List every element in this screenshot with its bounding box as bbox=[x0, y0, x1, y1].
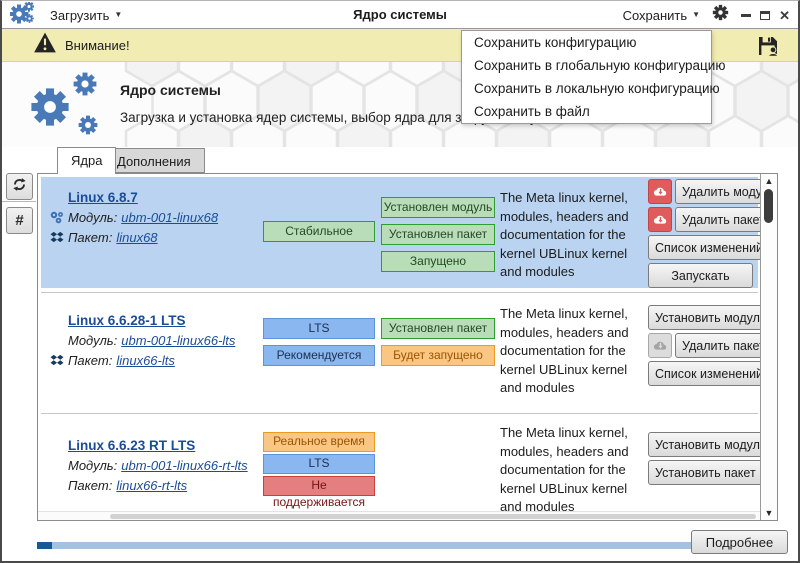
set-boot-button[interactable]: Запускать bbox=[648, 263, 753, 288]
kernel-row-linux-687[interactable]: Linux 6.8.7 Модуль: ubm-001-linux68 bbox=[41, 177, 760, 288]
scroll-up-icon[interactable]: ▲ bbox=[764, 176, 774, 186]
package-link[interactable]: linux66-lts bbox=[116, 353, 175, 368]
progress-bar-chunk bbox=[37, 542, 52, 549]
warning-text: Внимание! bbox=[65, 37, 130, 53]
install-module-button[interactable]: Установить модуль bbox=[648, 432, 760, 457]
save-dropdown-menu: Сохранить конфигурацию Сохранить в глоба… bbox=[461, 30, 726, 124]
titlebar: Ядро системы bbox=[2, 1, 798, 29]
tab-kernels[interactable]: Ядра bbox=[57, 147, 117, 174]
vertical-scrollbar[interactable]: ▲ ▼ bbox=[760, 174, 777, 520]
install-module-button[interactable]: Установить модуль bbox=[648, 305, 760, 330]
scroll-down-icon[interactable]: ▼ bbox=[764, 508, 774, 518]
app-logo-gears-icon bbox=[9, 1, 35, 29]
module-label: Модуль: bbox=[68, 210, 118, 225]
hash-icon: # bbox=[15, 212, 24, 229]
package-label: Пакет: bbox=[68, 478, 113, 493]
load-menu-label: Загрузить bbox=[50, 7, 110, 23]
load-menu-button[interactable]: Загрузить ▼ bbox=[50, 8, 122, 23]
row-separator bbox=[41, 292, 758, 293]
page-title: Ядро системы bbox=[120, 82, 221, 98]
status-badge: Установлен модуль bbox=[381, 197, 495, 218]
menu-item-save-config[interactable]: Сохранить конфигурацию bbox=[474, 35, 637, 50]
install-package-button[interactable]: Установить пакет bbox=[648, 460, 760, 485]
remove-package-button[interactable]: Удалить пакет bbox=[675, 207, 760, 232]
package-label: Пакет: bbox=[68, 353, 113, 368]
status-badge: Рекомендуется bbox=[263, 345, 375, 366]
kernel-description: The Meta linux kernel, modules, headers … bbox=[500, 425, 629, 511]
row-separator bbox=[41, 413, 758, 414]
module-label: Модуль: bbox=[68, 333, 118, 348]
warning-triangle-icon bbox=[33, 32, 57, 58]
save-menu-button[interactable]: Сохранить ▼ bbox=[623, 8, 701, 23]
details-button[interactable]: Подробнее bbox=[691, 530, 788, 554]
tab-addons[interactable]: Дополнения bbox=[103, 148, 205, 173]
kernel-name-link[interactable]: Linux 6.6.23 RT LTS bbox=[68, 438, 196, 453]
status-badge: Реальное время bbox=[263, 432, 375, 452]
package-link[interactable]: linux66-rt-lts bbox=[116, 478, 188, 493]
package-icon bbox=[49, 231, 64, 244]
settings-gear-icon[interactable] bbox=[712, 4, 729, 26]
save-user-config-icon[interactable] bbox=[756, 34, 780, 63]
download-module-icon-button[interactable] bbox=[648, 179, 672, 204]
remove-module-button[interactable]: Удалить модуль bbox=[675, 179, 760, 204]
module-link[interactable]: ubm-001-linux66-lts bbox=[121, 333, 236, 348]
menu-item-save-global-config[interactable]: Сохранить в глобальную конфигурацию bbox=[474, 58, 726, 73]
progress-bar bbox=[37, 542, 692, 549]
chevron-down-icon: ▼ bbox=[114, 10, 123, 19]
minimize-icon[interactable] bbox=[741, 13, 752, 17]
close-icon[interactable]: ✕ bbox=[779, 7, 790, 23]
maximize-icon[interactable] bbox=[760, 10, 771, 20]
status-badge: Не поддерживается bbox=[263, 476, 375, 509]
module-link[interactable]: ubm-001-linux68 bbox=[121, 210, 219, 225]
module-cluster-icon bbox=[49, 211, 64, 224]
package-link[interactable]: linux68 bbox=[116, 230, 158, 245]
side-divider bbox=[2, 201, 36, 202]
remove-package-button[interactable]: Удалить пакет bbox=[675, 333, 760, 358]
kernel-name-link[interactable]: Linux 6.8.7 bbox=[68, 190, 138, 205]
module-label: Модуль: bbox=[68, 458, 118, 473]
kernel-row-linux-6628-lts[interactable]: Linux 6.6.28-1 LTS Модуль: ubm-001-linux… bbox=[41, 296, 760, 409]
status-badge: Запущено bbox=[381, 251, 495, 272]
download-package-icon-button[interactable] bbox=[648, 333, 672, 358]
status-badge: Установлен пакет bbox=[381, 318, 495, 339]
module-link[interactable]: ubm-001-linux66-rt-lts bbox=[121, 458, 248, 473]
save-menu-label: Сохранить bbox=[622, 7, 688, 23]
changelog-button[interactable]: Список изменений bbox=[648, 361, 760, 386]
horizontal-scrollbar-thumb[interactable] bbox=[110, 514, 756, 519]
kernel-name-link[interactable]: Linux 6.6.28-1 LTS bbox=[68, 313, 186, 328]
kernel-row-linux-6623-rt-lts[interactable]: Linux 6.6.23 RT LTS Модуль: ubm-001-linu… bbox=[41, 417, 760, 511]
download-package-icon-button[interactable] bbox=[648, 207, 672, 232]
horizontal-scrollbar[interactable] bbox=[38, 511, 760, 520]
menu-item-save-to-file[interactable]: Сохранить в файл bbox=[474, 104, 590, 119]
hash-filter-button[interactable]: # bbox=[6, 207, 33, 234]
refresh-button[interactable] bbox=[6, 173, 33, 200]
kernel-list: Linux 6.8.7 Модуль: ubm-001-linux68 bbox=[37, 173, 778, 521]
refresh-icon bbox=[12, 177, 27, 196]
package-icon bbox=[49, 354, 64, 367]
kernel-description: The Meta linux kernel, modules, headers … bbox=[500, 190, 629, 279]
kernel-description: The Meta linux kernel, modules, headers … bbox=[500, 306, 629, 395]
menu-item-save-local-config[interactable]: Сохранить в локальную конфигурацию bbox=[474, 81, 720, 96]
status-badge: Стабильное bbox=[263, 221, 375, 242]
changelog-button[interactable]: Список изменений bbox=[648, 235, 760, 260]
header-gears-illustration bbox=[16, 69, 108, 146]
status-badge: LTS bbox=[263, 454, 375, 474]
vertical-scrollbar-thumb[interactable] bbox=[764, 189, 773, 223]
chevron-down-icon: ▼ bbox=[692, 10, 701, 19]
status-badge: Установлен пакет bbox=[381, 224, 495, 245]
status-badge: Будет запущено bbox=[381, 345, 495, 366]
status-badge: LTS bbox=[263, 318, 375, 339]
package-label: Пакет: bbox=[68, 230, 113, 245]
